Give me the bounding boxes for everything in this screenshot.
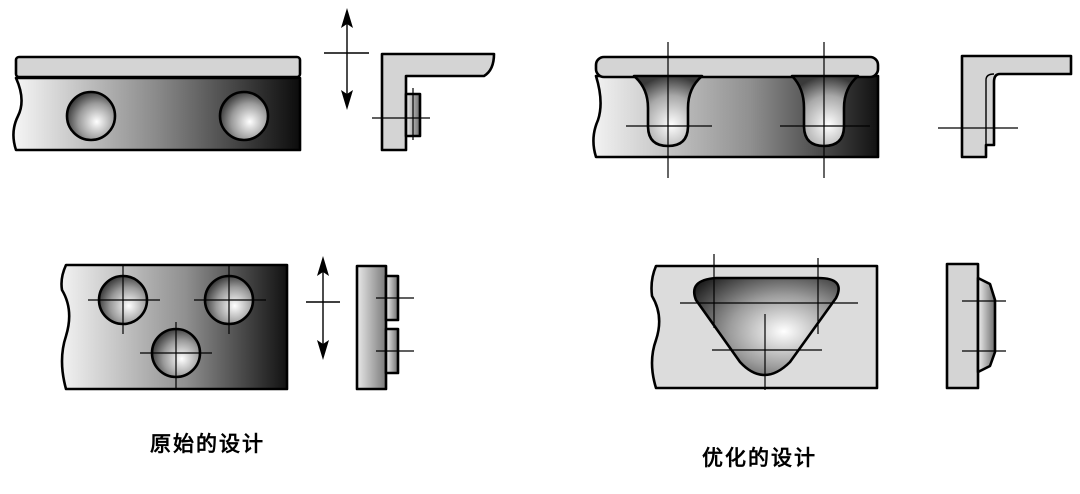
original-top-front-view bbox=[12, 55, 302, 152]
optimized-bottom-side-view bbox=[945, 262, 1006, 390]
optimized-top-flange bbox=[594, 55, 880, 79]
original-top-side-view bbox=[372, 52, 496, 152]
original-bottom-side-plate bbox=[355, 264, 388, 391]
original-bottom-centerlines bbox=[88, 266, 266, 388]
optimized-top-side-fold bbox=[985, 73, 995, 145]
original-bottom-double-arrow bbox=[306, 256, 340, 360]
optimized-top-centerlines bbox=[626, 42, 870, 178]
optimized-bottom-centerlines bbox=[680, 254, 858, 390]
original-top-flange bbox=[14, 55, 302, 79]
optimized-top-front-view bbox=[592, 42, 880, 178]
optimized-top-side-bracket bbox=[960, 54, 1073, 159]
caption-original-design: 原始的设计 bbox=[150, 432, 265, 456]
optimized-top-side-view bbox=[938, 54, 1073, 159]
caption-optimized-design: 优化的设计 bbox=[702, 446, 817, 470]
original-top-double-arrow bbox=[324, 8, 369, 110]
original-top-boss-right bbox=[218, 90, 270, 142]
optimized-bottom-front-view bbox=[650, 254, 879, 390]
original-top-boss-left bbox=[65, 90, 117, 142]
optimized-bottom-side-boss bbox=[976, 276, 997, 374]
original-top-side-bracket bbox=[380, 52, 496, 152]
optimized-bottom-side-plate bbox=[945, 262, 980, 390]
optimized-bottom-triangular-boss bbox=[692, 276, 840, 377]
original-bottom-front-view bbox=[60, 263, 289, 391]
original-bottom-side-view bbox=[355, 264, 414, 391]
